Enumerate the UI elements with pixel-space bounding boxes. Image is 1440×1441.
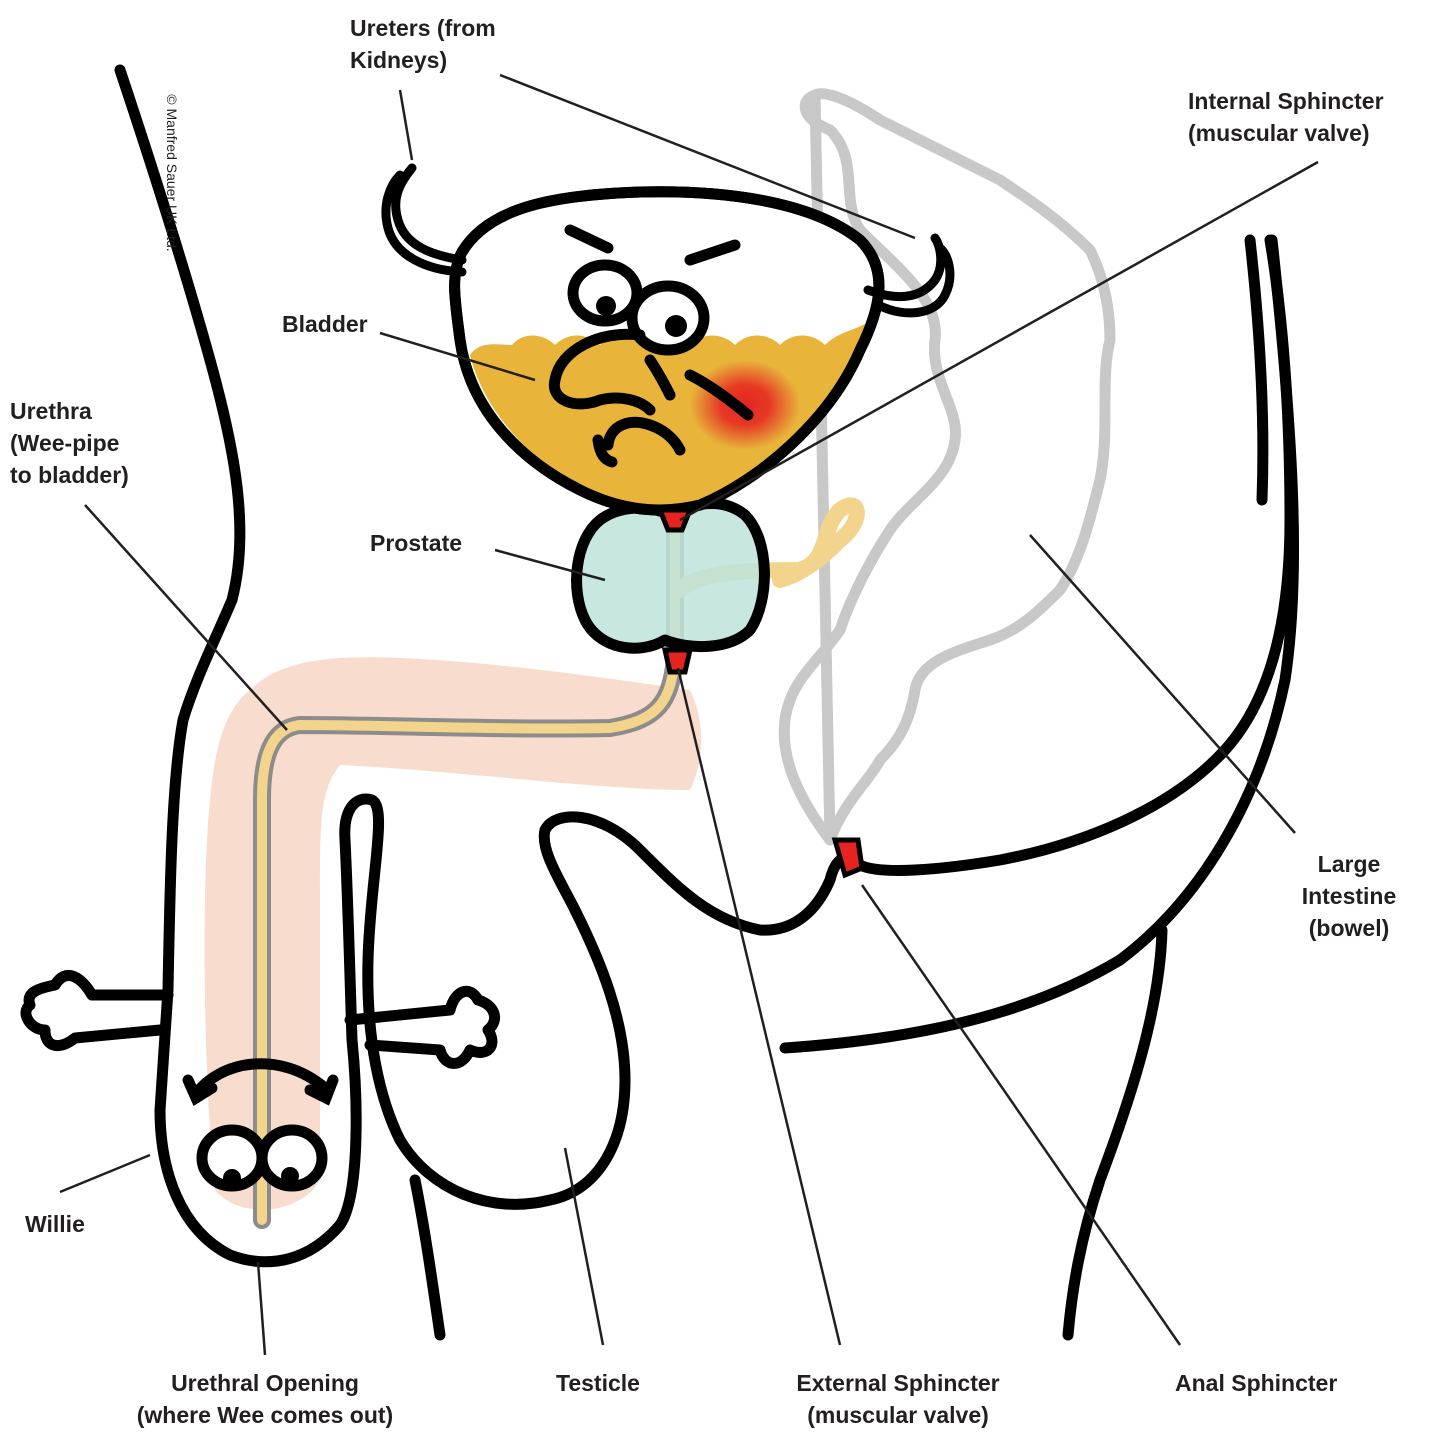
cheek-blush bbox=[690, 360, 800, 450]
label-internal-sphincter-line1: Internal Sphincter bbox=[1188, 85, 1384, 117]
bladder-pupil-right bbox=[665, 315, 687, 337]
label-bladder: Bladder bbox=[282, 308, 368, 340]
thigh-front bbox=[415, 1180, 440, 1335]
internal-sphincter bbox=[660, 510, 690, 530]
label-ureters: Ureters (from Kidneys) bbox=[350, 12, 496, 76]
label-willie: Willie bbox=[25, 1208, 85, 1240]
label-prostate: Prostate bbox=[370, 527, 462, 559]
ureter-left bbox=[386, 168, 462, 272]
willie-pupil-right bbox=[281, 1167, 299, 1185]
label-large-intestine-line2: Intestine bbox=[1292, 880, 1406, 912]
label-urethral-opening-line1: Urethral Opening bbox=[100, 1367, 430, 1399]
label-ureters-line1: Ureters (from bbox=[350, 12, 496, 44]
thigh-back bbox=[1068, 930, 1162, 1335]
label-ureters-line2: Kidneys) bbox=[350, 44, 496, 76]
label-large-intestine-line1: Large bbox=[1292, 848, 1406, 880]
label-internal-sphincter-line2: (muscular valve) bbox=[1188, 117, 1384, 149]
willie-pupil-left bbox=[223, 1169, 241, 1187]
label-large-intestine-line3: (bowel) bbox=[1292, 912, 1406, 944]
label-testicle: Testicle bbox=[556, 1367, 640, 1399]
label-external-sphincter: External Sphincter (muscular valve) bbox=[765, 1367, 1031, 1431]
label-internal-sphincter: Internal Sphincter (muscular valve) bbox=[1188, 85, 1384, 149]
label-anal-sphincter: Anal Sphincter bbox=[1175, 1367, 1337, 1399]
label-external-sphincter-line1: External Sphincter bbox=[765, 1367, 1031, 1399]
label-urethra: Urethra (Wee-pipe to bladder) bbox=[10, 395, 129, 491]
label-urethra-line1: Urethra bbox=[10, 395, 129, 427]
label-external-sphincter-line2: (muscular valve) bbox=[765, 1399, 1031, 1431]
left-arm bbox=[26, 975, 168, 1045]
label-urethra-line3: to bladder) bbox=[10, 459, 129, 491]
label-urethra-line2: (Wee-pipe bbox=[10, 427, 129, 459]
copyright-notice: © Manfred Sauer UK Ltd. bbox=[164, 83, 180, 263]
buttock-curve bbox=[785, 240, 1294, 1048]
back-outline-inner bbox=[1250, 240, 1263, 500]
bladder-pupil-left bbox=[596, 296, 616, 316]
label-large-intestine: Large Intestine (bowel) bbox=[1292, 848, 1406, 944]
label-urethral-opening: Urethral Opening (where Wee comes out) bbox=[100, 1367, 430, 1431]
label-urethral-opening-line2: (where Wee comes out) bbox=[100, 1399, 430, 1431]
